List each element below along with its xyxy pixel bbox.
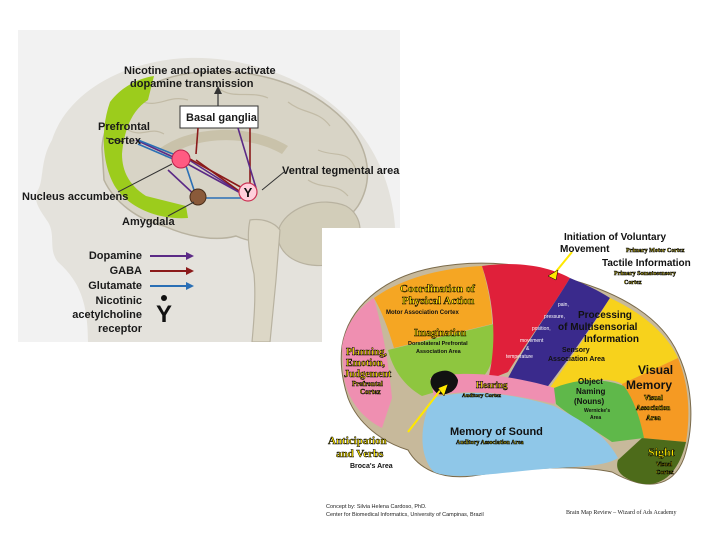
nicotine-label-line2: dopamine transmission bbox=[130, 78, 254, 90]
legend-nicotinic-label: Nicotinic bbox=[96, 295, 142, 307]
soma-word-temperature: temperature bbox=[506, 354, 533, 360]
nicotine-label-line1: Nicotine and opiates activate bbox=[124, 65, 276, 77]
planning-sub2: Cortex bbox=[360, 388, 381, 396]
cerebrum bbox=[101, 70, 369, 243]
gyri-lines bbox=[127, 87, 357, 197]
region-wernicke bbox=[554, 380, 644, 442]
region-auditory-cortex bbox=[430, 373, 562, 404]
soma-word-pressure: pressure, bbox=[544, 314, 565, 320]
visual-memory-sub2: Association bbox=[636, 404, 670, 412]
initiation-sub: Primary Motor Cortex bbox=[626, 248, 685, 254]
soma-word-and: & bbox=[526, 346, 530, 352]
prefrontal-cortex-region bbox=[103, 76, 188, 219]
object-naming-sub1: Wernicke's bbox=[584, 408, 610, 414]
hearing-title: Hearing bbox=[476, 380, 508, 390]
tactile-sub2: Cortex bbox=[624, 280, 642, 286]
soma-word-position: position, bbox=[532, 326, 551, 332]
visual-memory-line2: Memory bbox=[626, 378, 672, 392]
sight-title: Sight bbox=[648, 445, 675, 459]
processing-line3: Information bbox=[584, 334, 639, 345]
legend-glutamate-label: Glutamate bbox=[88, 280, 142, 292]
imagination-sub2: Association Area bbox=[416, 349, 462, 355]
initiation-line1: Initiation of Voluntary bbox=[564, 232, 666, 243]
visual-memory-sub3: Area bbox=[646, 414, 661, 422]
object-naming-sub2: Area bbox=[590, 415, 601, 421]
region-somatosensory bbox=[508, 278, 610, 394]
anticipation-line2: and Verbs bbox=[336, 448, 384, 460]
credit-concept: Concept by: Silvia Helena Cardoso, PhD. bbox=[326, 504, 427, 510]
brainstem bbox=[247, 218, 281, 342]
region-auditory-association bbox=[422, 392, 618, 476]
soma-word-movement: movement bbox=[520, 338, 544, 344]
brain-function-figure: Initiation of Voluntary Movement Primary… bbox=[328, 232, 692, 485]
soma-word-pain: pain, bbox=[558, 302, 569, 308]
brain-function-map: Initiation of Voluntary Movement Primary… bbox=[322, 228, 714, 528]
processing-line2: of Multisensorial bbox=[558, 322, 638, 333]
reward-pathway-diagram: Y Nicotine and opiates activate dopamine… bbox=[18, 30, 400, 342]
region-coordination bbox=[374, 266, 492, 348]
planning-line3: Judgement bbox=[344, 369, 392, 380]
legend-receptor-label: receptor bbox=[98, 323, 143, 335]
tactile-sub1: Primary Somatosensory bbox=[614, 271, 676, 277]
region-primary-motor bbox=[482, 264, 570, 380]
ventral-tegmental-label: Ventral tegmental area bbox=[282, 165, 400, 177]
receptor-glyph-small: Y bbox=[244, 185, 253, 200]
memory-sound-title: Memory of Sound bbox=[450, 426, 543, 438]
imagination-sub1: Dorsolateral Prefrontal bbox=[408, 341, 468, 347]
processing-sub2: Association Area bbox=[548, 356, 605, 363]
coordination-line2: Physical Action bbox=[402, 295, 474, 307]
credit-brain-map: Brain Map Review – Wizard of Ads Academy bbox=[566, 510, 677, 516]
receptor-legend-icon: Y bbox=[156, 301, 172, 328]
anticipation-sub: Broca's Area bbox=[350, 463, 393, 470]
anticipation-line1: Anticipation bbox=[328, 435, 387, 447]
nucleus-accumbens-node bbox=[171, 149, 191, 169]
initiation-line2: Movement bbox=[560, 244, 610, 255]
legend-gaba-label: GABA bbox=[110, 265, 142, 277]
planning-line1: Planning, bbox=[346, 347, 387, 358]
prefrontal-label-line2: cortex bbox=[108, 135, 142, 147]
sight-sub2: Cortex bbox=[656, 470, 674, 476]
visual-memory-line1: Visual bbox=[638, 363, 673, 377]
processing-line1: Processing bbox=[578, 310, 632, 321]
region-sensory-association bbox=[544, 298, 678, 396]
basal-ganglia-label: Basal ganglia bbox=[186, 112, 258, 124]
credit-center: Center for Biomedical Informatics, Unive… bbox=[326, 512, 484, 518]
pathway-legend: Dopamine GABA Glutamate Nicotinic acetyl… bbox=[72, 250, 194, 335]
nucleus-accumbens-label: Nucleus accumbens bbox=[22, 191, 128, 203]
object-naming-line3: (Nouns) bbox=[574, 397, 605, 406]
legend-dopamine-label: Dopamine bbox=[89, 250, 142, 262]
region-planning bbox=[342, 298, 392, 428]
visual-memory-sub1: Visual bbox=[644, 394, 663, 402]
reward-pathway-figure: Y Nicotine and opiates activate dopamine… bbox=[22, 57, 400, 342]
object-naming-line2: Naming bbox=[576, 387, 605, 396]
hearing-sub: Auditory Cortex bbox=[462, 393, 501, 399]
coordination-sub: Motor Association Cortex bbox=[386, 310, 459, 316]
basal-ganglia-box bbox=[179, 105, 259, 129]
region-broca bbox=[430, 370, 458, 395]
prefrontal-label-line1: Prefrontal bbox=[98, 121, 150, 133]
amygdala-label: Amygdala bbox=[122, 216, 175, 228]
legend-acetylcholine-label: acetylcholine bbox=[72, 309, 142, 321]
object-naming-line1: Object bbox=[578, 377, 603, 386]
planning-sub1: Prefrontal bbox=[352, 380, 383, 388]
coordination-line1: Coordination of bbox=[400, 283, 475, 295]
amygdala-node bbox=[189, 188, 207, 206]
somatosensory-words: pain, pressure, position, movement & tem… bbox=[506, 302, 569, 360]
sight-sub1: Visual bbox=[656, 462, 672, 468]
planning-line2: Emotion, bbox=[346, 358, 386, 369]
tactile-title: Tactile Information bbox=[602, 258, 691, 269]
imagination-title: Imagination bbox=[414, 328, 467, 339]
ventral-tegmental-node bbox=[238, 182, 258, 202]
region-visual-cortex bbox=[617, 438, 686, 485]
processing-sub1: Sensory bbox=[562, 347, 590, 354]
memory-sound-sub: Auditory Association Area bbox=[456, 440, 524, 446]
corpus-callosum bbox=[158, 129, 288, 158]
